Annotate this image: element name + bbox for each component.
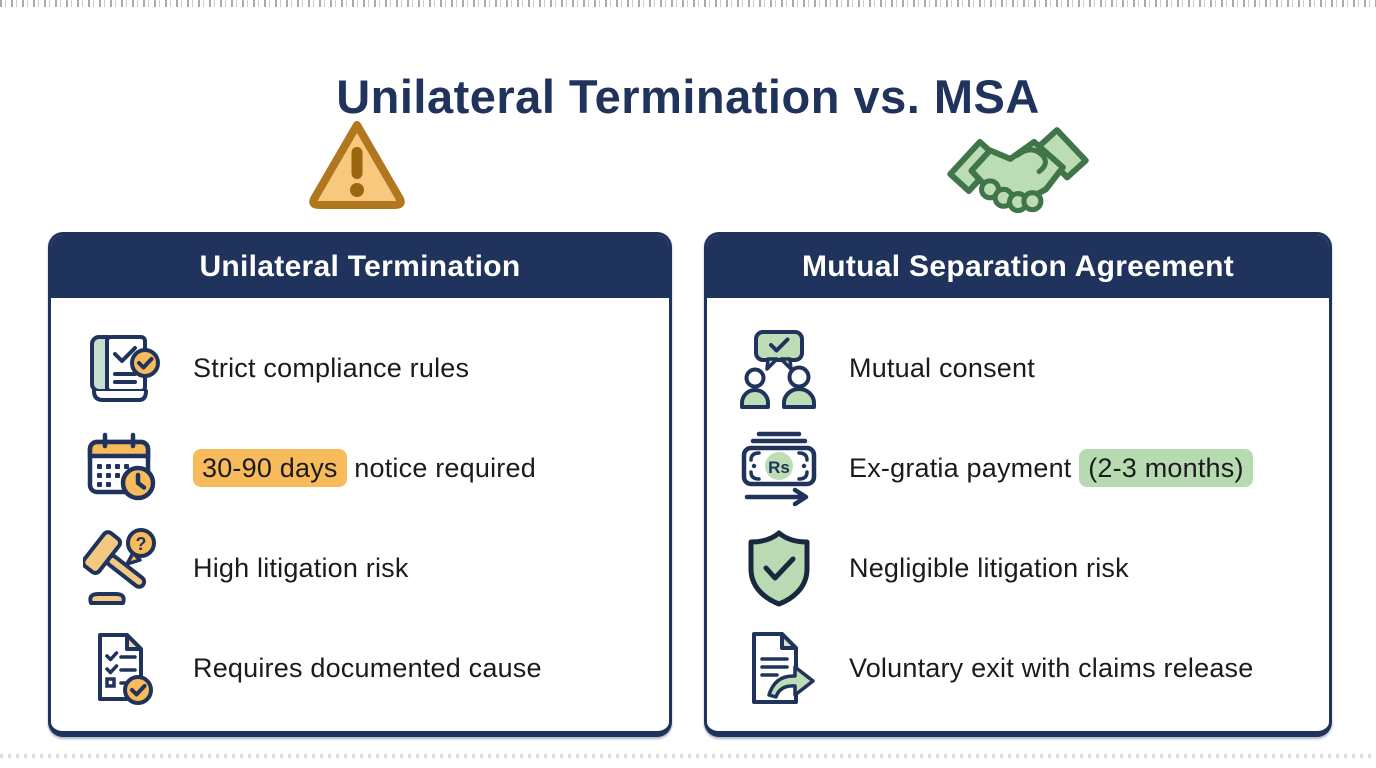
- feature-text: Voluntary exit with claims release: [849, 653, 1253, 684]
- feature-row: Mutual consent: [707, 318, 1329, 418]
- feature-text: Negligible litigation risk: [849, 553, 1129, 584]
- card-unilateral-termination: Unilateral Termination Strict compliance…: [48, 232, 672, 737]
- text-segment: Requires documented cause: [193, 652, 542, 683]
- feature-text: Ex-gratia payment (2-3 months): [849, 448, 1253, 487]
- feature-text: Mutual consent: [849, 353, 1035, 384]
- text-segment: High litigation risk: [193, 552, 409, 583]
- card-body: Mutual consent Rs Ex-gratia payment (2-3…: [707, 298, 1329, 718]
- people-chat-icon: [739, 327, 819, 409]
- text-segment: Voluntary exit with claims release: [849, 652, 1254, 683]
- text-segment: Ex-gratia payment: [849, 452, 1080, 483]
- feature-text: High litigation risk: [193, 553, 409, 584]
- page-title: Unilateral Termination vs. MSA: [336, 70, 1040, 124]
- card-body: Strict compliance rules 30-90 days notic…: [51, 298, 669, 718]
- gavel-question-icon: ?: [83, 527, 163, 609]
- shield-check-icon: [739, 527, 819, 609]
- feature-row: Negligible litigation risk: [707, 518, 1329, 618]
- svg-text:Rs: Rs: [768, 458, 790, 477]
- text-segment: Negligible litigation risk: [849, 552, 1129, 583]
- warning-triangle-icon: [306, 116, 408, 214]
- text-segment: Mutual consent: [849, 352, 1035, 383]
- book-check-icon: [83, 327, 163, 409]
- feature-text: Requires documented cause: [193, 653, 542, 684]
- text-segment: Strict compliance rules: [193, 352, 470, 383]
- document-release-icon: [739, 627, 819, 709]
- feature-row: Voluntary exit with claims release: [707, 618, 1329, 718]
- feature-text: 30-90 days notice required: [193, 448, 536, 487]
- feature-row: 30-90 days notice required: [51, 418, 669, 518]
- scan-artifact-top: [0, 0, 1376, 7]
- calendar-clock-icon: [83, 427, 163, 509]
- scan-artifact-bottom: [0, 754, 1376, 758]
- svg-text:?: ?: [136, 534, 147, 554]
- card-mutual-separation-agreement: Mutual Separation Agreement Mutual conse…: [704, 232, 1332, 737]
- money-rupee-icon: Rs: [739, 427, 819, 509]
- feature-row: ? High litigation risk: [51, 518, 669, 618]
- highlight-orange: 30-90 days: [193, 448, 347, 487]
- feature-row: Strict compliance rules: [51, 318, 669, 418]
- card-header: Unilateral Termination: [51, 235, 669, 298]
- feature-row: Requires documented cause: [51, 618, 669, 718]
- text-segment: notice required: [346, 452, 536, 483]
- handshake-icon: [946, 120, 1090, 218]
- card-header: Mutual Separation Agreement: [707, 235, 1329, 298]
- feature-text: Strict compliance rules: [193, 353, 469, 384]
- feature-row: Rs Ex-gratia payment (2-3 months): [707, 418, 1329, 518]
- document-checklist-icon: [83, 627, 163, 709]
- highlight-green: (2-3 months): [1079, 448, 1253, 487]
